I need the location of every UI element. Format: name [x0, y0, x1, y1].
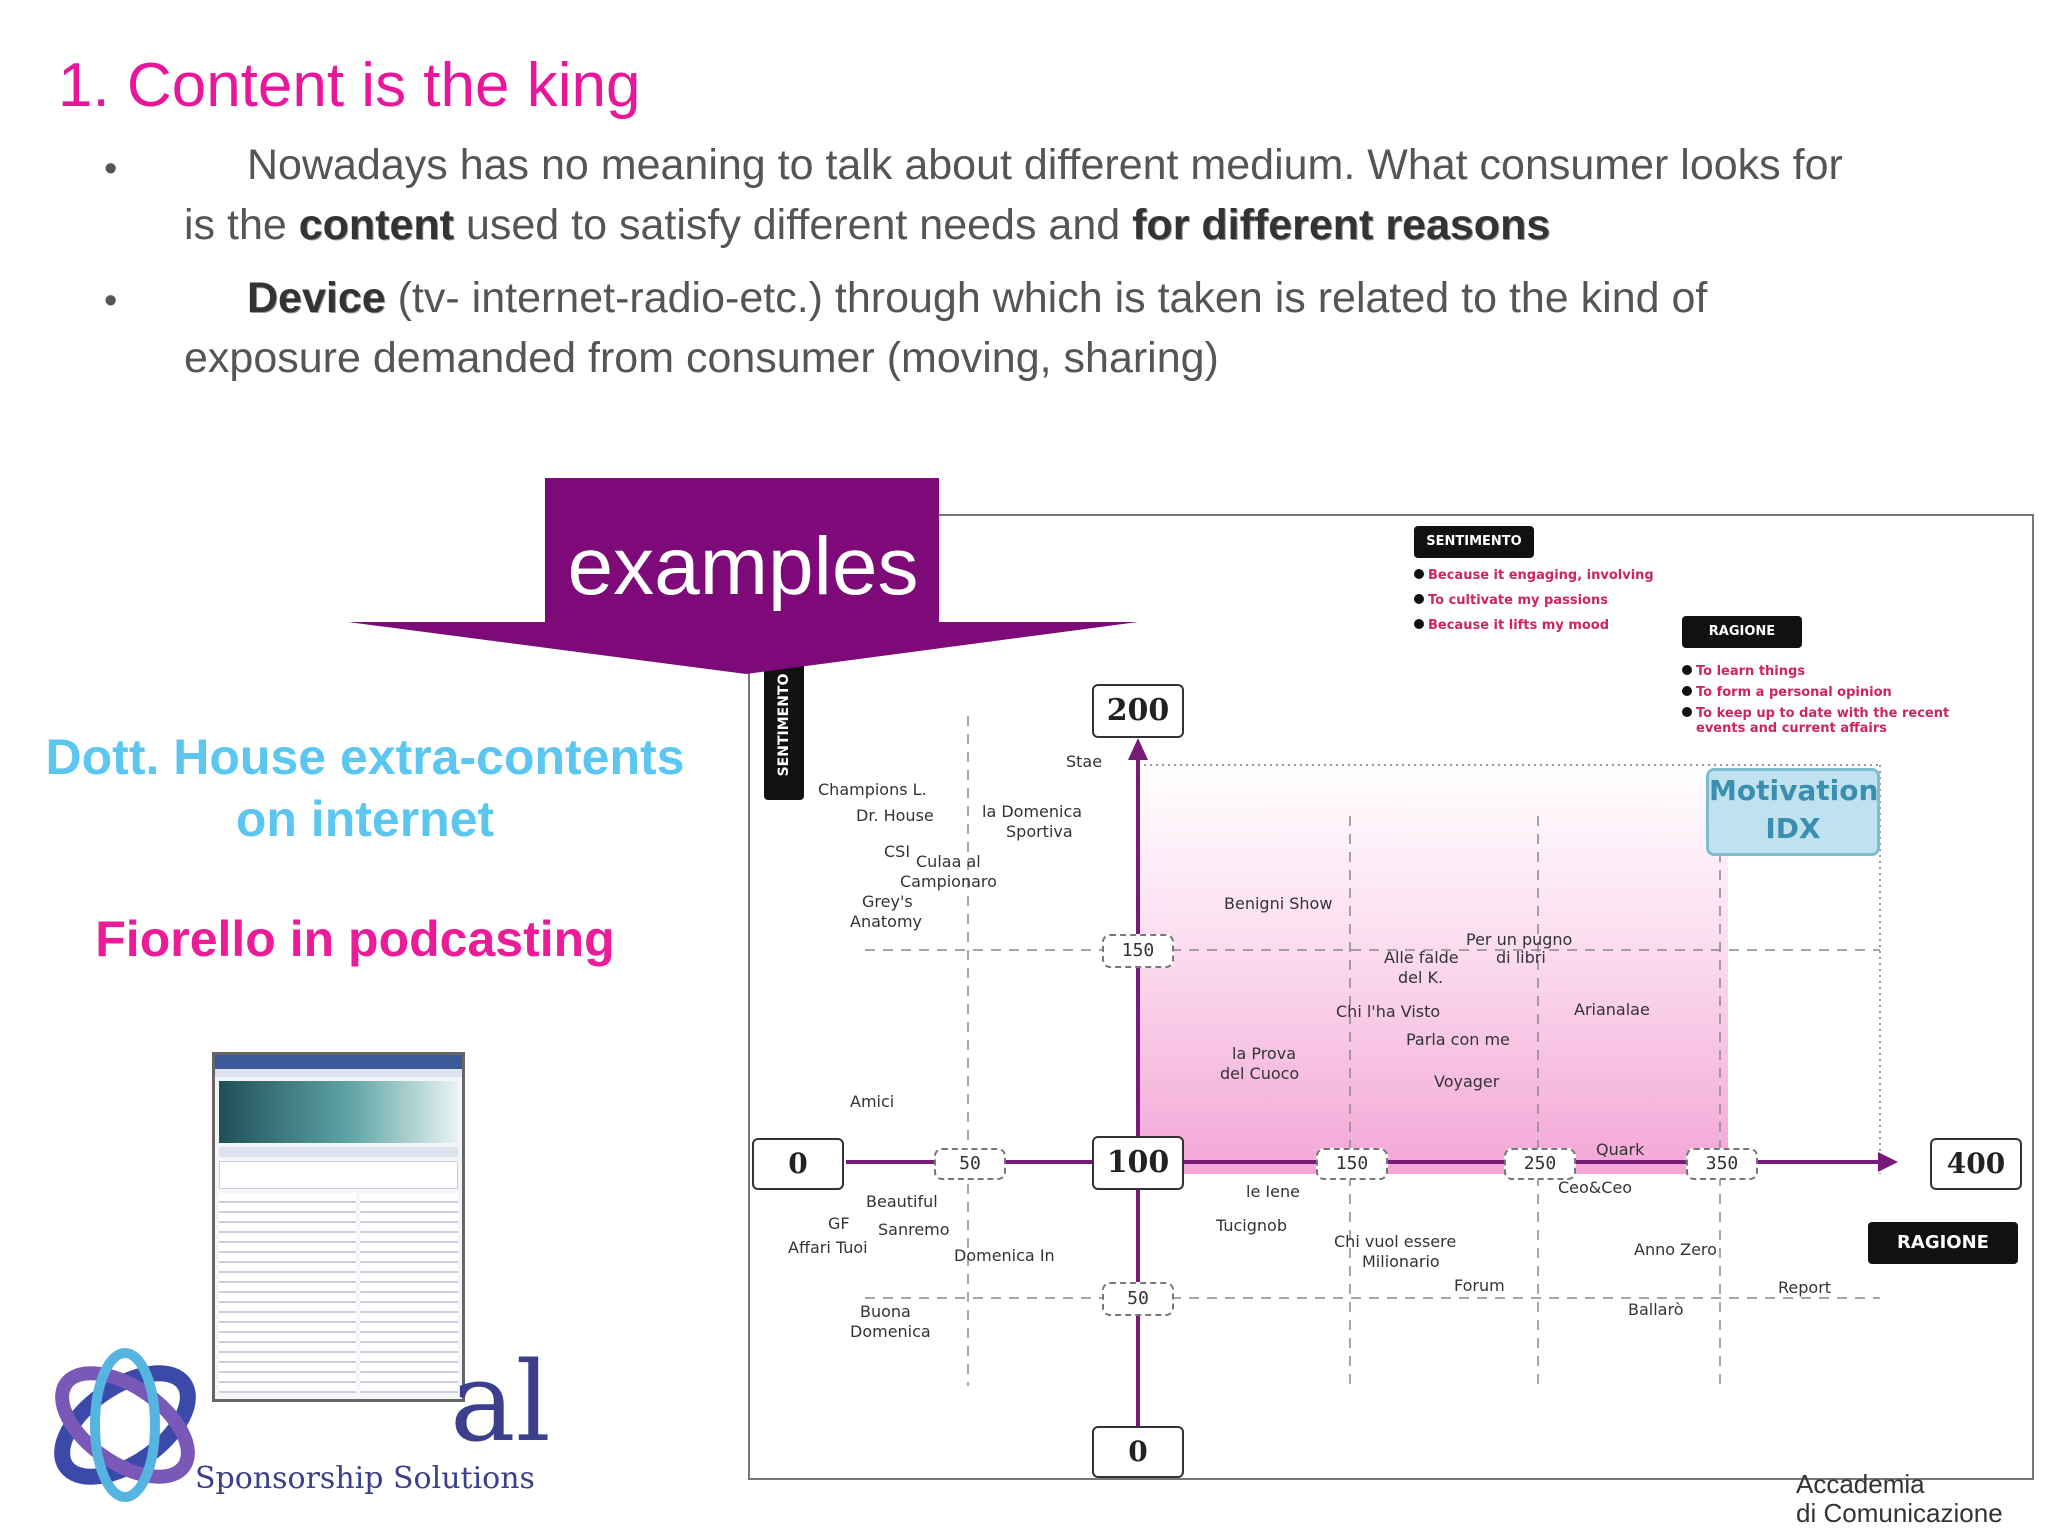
x-axis-label-150: 150 — [1316, 1148, 1388, 1180]
program-label: le Iene — [1246, 1182, 1300, 1201]
motivation-chart: SENTIMENTO Because it engaging, involvin… — [748, 514, 2034, 1480]
bullet-2-line-1: Device (tv- internet-radio-etc.) through… — [247, 268, 1707, 328]
bullet-1-line-1: Nowadays has no meaning to talk about di… — [247, 141, 1843, 189]
motivation-idx-box: Motivation IDX — [1706, 768, 1880, 856]
sentimento-axis-tag: SENTIMENTO — [764, 650, 804, 800]
sentimento-reason-3: Because it lifts my mood — [1414, 618, 1734, 633]
program-label: Sportiva — [1006, 822, 1073, 841]
bullet-1-bold-content: content — [298, 201, 455, 249]
bullet-2-text-b: (tv- internet-radio-etc.) through which … — [385, 274, 1708, 322]
program-label: Report — [1778, 1278, 1832, 1297]
facebook-page-thumbnail — [212, 1052, 465, 1402]
program-label: Domenica In — [954, 1246, 1055, 1265]
ragione-reasons: To learn things To form a personal opini… — [1682, 664, 2022, 736]
svg-text:al: al — [450, 1338, 551, 1466]
program-label: Culaa al — [916, 852, 981, 871]
x-axis-label-350: 350 — [1686, 1148, 1758, 1180]
x-axis-label-50: 50 — [934, 1148, 1006, 1180]
bullet-2-line-2: exposure demanded from consumer (moving,… — [184, 334, 1219, 382]
program-label: Beautiful — [866, 1192, 938, 1211]
program-label: Chi vuol essere — [1334, 1232, 1457, 1251]
program-label: del K. — [1398, 968, 1444, 987]
examples-arrow — [348, 478, 1138, 674]
program-label: Sanremo — [878, 1220, 950, 1239]
program-label: Affari Tuoi — [788, 1238, 868, 1257]
program-label: Grey's — [862, 892, 913, 911]
ragione-reason-1: To learn things — [1682, 664, 2022, 679]
program-label: Parla con me — [1406, 1030, 1510, 1049]
accademia-logo: Accademia di Comunicazione — [1796, 1469, 2003, 1528]
program-label: Domenica — [850, 1322, 931, 1341]
program-label: CSI — [884, 842, 911, 861]
bullet-dot-2: • — [104, 280, 118, 322]
bullet-1-line-2: is the content used to satisfy different… — [184, 195, 1550, 255]
program-label: la Prova — [1232, 1044, 1296, 1063]
program-label: Anatomy — [850, 912, 923, 931]
sentimento-reason-2: To cultivate my passions — [1414, 593, 1734, 608]
sentimento-reason-1: Because it engaging, involving — [1414, 568, 1734, 583]
ragione-tag: RAGIONE — [1682, 616, 1802, 648]
program-label: Ballarò — [1628, 1300, 1684, 1319]
program-label: Benigni Show — [1224, 894, 1333, 913]
program-label: Arianalae — [1574, 1000, 1650, 1019]
svg-text:Sponsorship Solutions: Sponsorship Solutions — [195, 1461, 535, 1496]
program-label: Amici — [850, 1092, 895, 1111]
ragione-reason-4: events and current affairs — [1696, 721, 1887, 736]
x-axis-label-100: 100 — [1092, 1136, 1184, 1190]
bullet-1-bold-reasons: for different reasons — [1132, 201, 1551, 249]
x-axis-label-250: 250 — [1504, 1148, 1576, 1180]
ragione-axis-tag: RAGIONE — [1868, 1222, 2018, 1264]
program-label: Per un pugno — [1466, 930, 1573, 949]
program-label: Anno Zero — [1634, 1240, 1717, 1259]
program-label: Forum — [1454, 1276, 1505, 1295]
quadrant-fill — [1138, 765, 1728, 1174]
ragione-reason-2: To form a personal opinion — [1682, 685, 2022, 700]
bullet-1-text-a: is the — [184, 201, 299, 249]
program-label: Stae — [1066, 752, 1103, 771]
program-label: Milionario — [1362, 1252, 1440, 1271]
bullet-dot-1: • — [104, 148, 118, 190]
x-axis-label-400: 400 — [1930, 1138, 2022, 1190]
sentimento-reasons: Because it engaging, involving To cultiv… — [1414, 568, 1734, 633]
program-label: Ceo&Ceo — [1558, 1178, 1633, 1197]
y-axis-label-0: 0 — [1092, 1426, 1184, 1478]
bullet-1-text-c: used to satisfy different needs and — [454, 201, 1133, 249]
program-label: del Cuoco — [1220, 1064, 1300, 1083]
fiorello-podcasting-heading: Fiorello in podcasting — [95, 911, 615, 967]
house-extra-contents-heading: Dott. House extra-contents on internet — [45, 729, 685, 847]
y-axis-label-50: 50 — [1102, 1282, 1174, 1316]
program-label: Champions L. — [818, 780, 927, 799]
program-label: di libri — [1496, 948, 1546, 967]
y-axis-label-150: 150 — [1102, 934, 1174, 968]
slide-title: 1. Content is the king — [58, 51, 641, 120]
program-label: Quark — [1596, 1140, 1645, 1159]
examples-label: examples — [567, 521, 919, 612]
global-sponsorship-logo: al Sponsorship Solutions — [54, 1338, 551, 1502]
x-axis-label-0: 0 — [752, 1138, 844, 1190]
program-label: Chi l'ha Visto — [1336, 1002, 1441, 1021]
ragione-reason-3: To keep up to date with the recent — [1682, 706, 2022, 721]
program-label: Buona — [860, 1302, 911, 1321]
program-label: la Domenica — [982, 802, 1083, 821]
bullet-2-bold-device: Device — [247, 274, 386, 322]
program-label: Alle falde — [1384, 948, 1459, 967]
program-label: Voyager — [1434, 1072, 1500, 1091]
sentimento-tag: SENTIMENTO — [1414, 526, 1534, 558]
program-label: Dr. House — [856, 806, 934, 825]
program-label: GF — [828, 1214, 850, 1233]
y-axis-label-200: 200 — [1092, 684, 1184, 738]
program-label: Tucignob — [1216, 1216, 1287, 1235]
program-label: Campionaro — [900, 872, 997, 891]
